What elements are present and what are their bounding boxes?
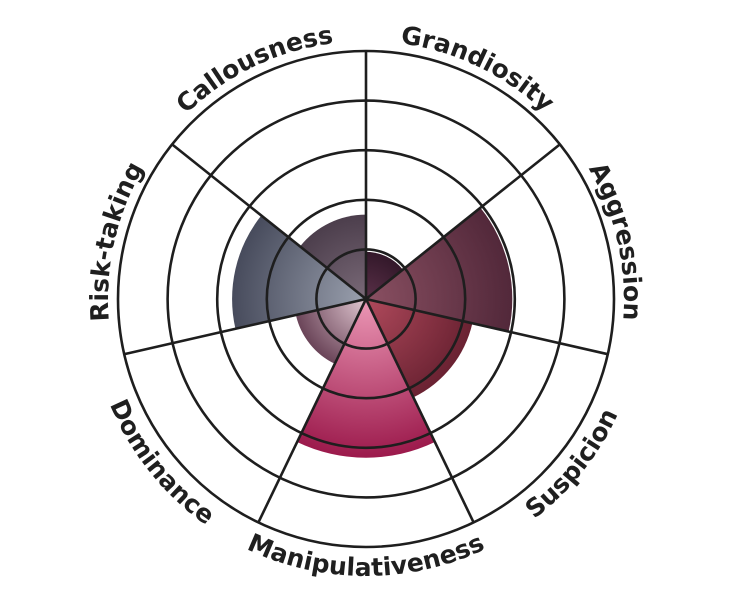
grid [116,49,616,549]
grid-spoke [257,298,368,524]
sectors [232,207,513,458]
sector-grandiosity [366,251,403,299]
label-manipulativeness: Manipulativeness [244,528,489,582]
grid-spoke [123,297,367,356]
sector-callousness [300,214,366,299]
label-dominance: Dominance [104,395,220,530]
label-suspicion: Suspicion [520,404,624,524]
label-callousness: Callousness [170,20,334,118]
sector-suspicion [366,299,473,398]
grid-spoke [364,298,475,524]
grid-spoke [365,297,609,356]
sector-dominance [295,299,366,364]
grid-spoke [365,143,561,301]
sector-manipulativeness [297,299,435,458]
label-grandiosity: Grandiosity [399,20,560,117]
grid-spoke [171,143,367,301]
sector-aggression [366,207,513,332]
